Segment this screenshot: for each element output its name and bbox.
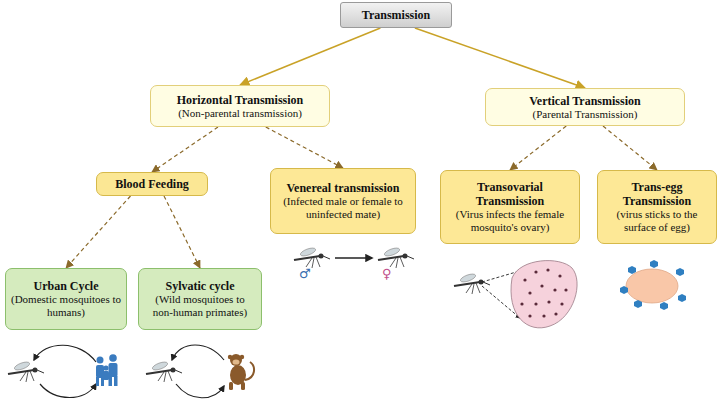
node-description: (Non-parental transmission) bbox=[178, 107, 302, 120]
route-box: Blood Feeding bbox=[96, 172, 208, 196]
node-description: (Wild mosquitoes to non-human primates) bbox=[144, 293, 256, 319]
category-box: Vertical Transmission(Parental Transmiss… bbox=[485, 88, 685, 126]
venereal-art bbox=[294, 246, 414, 268]
node-heading: Transmission bbox=[362, 8, 430, 22]
node-description: (Domestic mosquitoes to humans) bbox=[11, 293, 121, 319]
node-heading: Venereal transmission bbox=[286, 181, 399, 195]
node-heading: Transovarial Transmission bbox=[446, 180, 574, 208]
node-heading: Urban Cycle bbox=[34, 279, 99, 293]
node-heading: Vertical Transmission bbox=[529, 94, 640, 108]
connector-arrow bbox=[164, 196, 200, 268]
connector-arrow bbox=[152, 127, 218, 172]
cycle-box: Urban Cycle(Domestic mosquitoes to human… bbox=[5, 268, 127, 330]
cycle-box: Sylvatic cycle(Wild mosquitoes to non-hu… bbox=[138, 268, 262, 330]
node-description: (virus sticks to the surface of egg) bbox=[603, 208, 711, 234]
root-box: Transmission bbox=[340, 2, 452, 28]
sylvatic-cycle-art bbox=[146, 345, 254, 398]
connector-arrow bbox=[266, 127, 343, 168]
node-description: (Parental Transmission) bbox=[533, 108, 638, 121]
mode-box: Transovarial Transmission(Virus infects … bbox=[440, 170, 580, 244]
node-description: (Infected male or female to uninfected m… bbox=[276, 195, 410, 221]
transovarial-art bbox=[454, 261, 577, 328]
connector-arrow bbox=[66, 196, 131, 268]
urban-cycle-art bbox=[8, 345, 118, 397]
mode-box: Venereal transmission(Infected male or f… bbox=[270, 168, 416, 234]
connector-arrow bbox=[415, 28, 585, 88]
node-heading: Horizontal Transmission bbox=[177, 93, 304, 107]
connector-arrow bbox=[510, 126, 566, 170]
sex-symbol: ♂ bbox=[299, 266, 311, 281]
node-description: (Virus infects the female mosquito's ova… bbox=[446, 208, 574, 234]
category-box: Horizontal Transmission(Non-parental tra… bbox=[150, 85, 330, 127]
node-heading: Blood Feeding bbox=[115, 177, 189, 191]
connector-arrow bbox=[603, 126, 657, 170]
sex-symbol: ♀ bbox=[382, 266, 392, 281]
node-heading: Sylvatic cycle bbox=[166, 279, 235, 293]
mode-box: Trans-egg Transmission(virus sticks to t… bbox=[597, 170, 717, 244]
connector-arrow bbox=[240, 28, 380, 85]
node-heading: Trans-egg Transmission bbox=[603, 180, 711, 208]
trans-egg-art bbox=[620, 260, 686, 310]
